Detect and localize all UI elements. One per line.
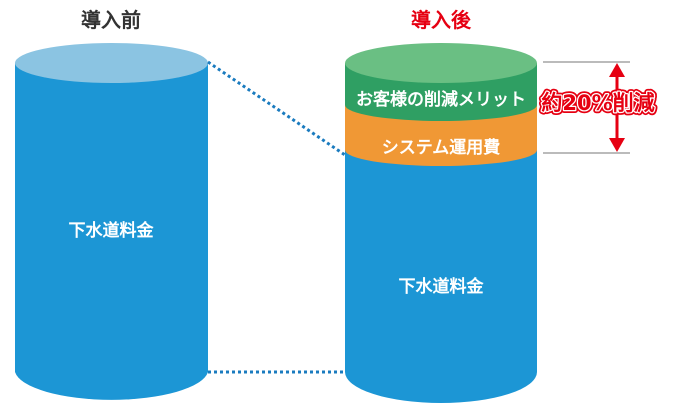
before-cylinder-top [15,43,208,83]
after-segment-label-sewer: 下水道料金 [399,276,485,297]
after-segment-label-merit: お客様の削減メリット [356,89,526,110]
after-cylinder-top [345,43,537,83]
before-title: 導入前 [81,8,141,32]
connector-top-dotted-line [207,60,346,157]
before-cylinder-body [15,63,208,400]
before-cylinder: 下水道料金 [15,43,208,400]
after-cylinder: お客様の削減メリット システム運用費 下水道料金 [345,43,537,403]
after-segment-label-system: システム運用費 [382,137,501,158]
after-title: 導入後 [411,8,472,32]
reduction-label-outline: 約20%削減 [541,91,654,115]
reduction-label-halo: 約20%削減 [541,91,654,115]
before-segment-label: 下水道料金 [69,220,155,241]
after-segment-sewer [345,150,537,403]
double-arrow-icon [609,63,625,152]
reduction-label: 約20%削減 [541,91,654,115]
after-segment-system-cost [345,105,537,166]
